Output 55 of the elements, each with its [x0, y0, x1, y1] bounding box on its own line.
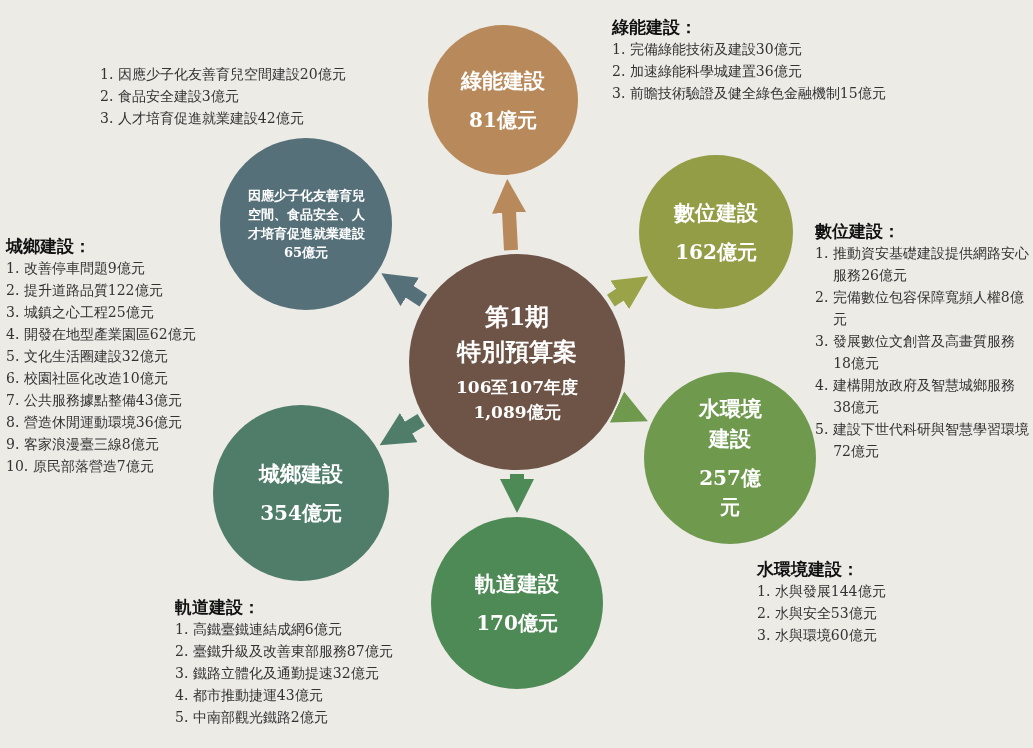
- arrow: [609, 391, 648, 423]
- node-subtitle: 106至107年度: [456, 376, 578, 399]
- list-item: 3. 前瞻技術驗證及健全綠色金融機制15億元: [612, 84, 887, 103]
- list-item: 2. 提升道路品質122億元: [6, 281, 164, 300]
- arrow: [381, 273, 428, 307]
- node-label: 因應少子化友善育兒空間、食品安全、人才培育促進就業建設65億元: [246, 187, 366, 262]
- node-title: 第1期: [484, 301, 550, 333]
- node-title: 軌道建設: [475, 569, 559, 598]
- list-item: 4. 開發在地型產業園區62億元: [6, 325, 197, 344]
- list-item: 4. 都市推動捷運43億元: [175, 686, 324, 705]
- amount-label: 257億元: [698, 465, 762, 521]
- node-title: 特別預算案: [457, 336, 577, 368]
- section-heading: 城鄉建設：: [6, 235, 92, 257]
- list-item: 5. 建設下世代科研與智慧學習環境72億元: [815, 420, 1030, 461]
- list-item: 6. 校園社區化改造10億元: [6, 369, 169, 388]
- list-item: 5. 中南部觀光鐵路2億元: [175, 708, 329, 727]
- amount-label: 81億元: [469, 106, 537, 134]
- list-item: 1. 推動資安基礎建設提供網路安心服務26億元: [815, 244, 1030, 285]
- node-subtitle: 1,089億元: [473, 401, 561, 424]
- list-item: 3. 發展數位文創普及高畫質服務18億元: [815, 332, 1016, 373]
- node-title: 數位建設: [674, 198, 758, 227]
- list-item: 8. 營造休閒運動環境36億元: [6, 413, 183, 432]
- amount-label: 162億元: [675, 238, 757, 266]
- amount-label: 170億元: [476, 609, 558, 637]
- list-item: 5. 文化生活圈建設32億元: [6, 347, 169, 366]
- arrow: [606, 276, 649, 310]
- list-item: 2. 水與安全53億元: [757, 604, 878, 623]
- list-item: 3. 水與環境60億元: [757, 626, 878, 645]
- list-item: 7. 公共服務據點整備43億元: [6, 391, 183, 410]
- list-item: 1. 水與發展144億元: [757, 582, 887, 601]
- node-title: 城鄉建設: [259, 459, 343, 488]
- list-item: 3. 人才培育促進就業建設42億元: [100, 109, 305, 128]
- list-item: 1. 完備綠能技術及建設30億元: [612, 40, 803, 59]
- list-item: 2. 臺鐵升級及改善東部服務87億元: [175, 642, 394, 661]
- node-title: 綠能建設: [461, 66, 545, 95]
- list-item: 1. 高鐵臺鐵連結成網6億元: [175, 620, 343, 639]
- list-item: 2. 加速綠能科學城建置36億元: [612, 62, 803, 81]
- section-heading: 軌道建設：: [175, 596, 261, 618]
- section-heading: 數位建設：: [815, 220, 901, 242]
- list-item: 4. 建構開放政府及智慧城鄉服務38億元: [815, 376, 1016, 417]
- section-heading: 水環境建設：: [757, 558, 860, 580]
- arrow: [500, 474, 534, 513]
- list-item: 3. 城鎮之心工程25億元: [6, 303, 155, 322]
- arrow: [379, 413, 425, 446]
- list-item: 9. 客家浪漫臺三線8億元: [6, 435, 160, 454]
- section-heading: 綠能建設：: [612, 16, 698, 38]
- node-title: 水環境建設: [697, 395, 763, 453]
- list-item: 1. 因應少子化友善育兒空間建設20億元: [100, 65, 347, 84]
- list-item: 10. 原民部落營造7億元: [6, 457, 155, 476]
- list-item: 3. 鐵路立體化及通勤提速32億元: [175, 664, 380, 683]
- arrow: [492, 178, 526, 251]
- list-item: 1. 改善停車問題9億元: [6, 259, 146, 278]
- amount-label: 354億元: [260, 499, 342, 527]
- list-item: 2. 食品安全建設3億元: [100, 87, 240, 106]
- list-item: 2. 完備數位包容保障寬頻人權8億元: [815, 288, 1025, 329]
